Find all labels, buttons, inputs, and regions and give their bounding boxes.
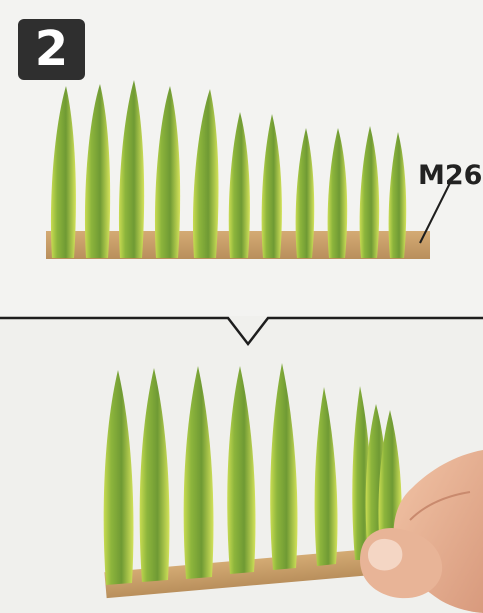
leaf bbox=[360, 126, 380, 258]
leaf bbox=[184, 366, 214, 579]
thumbnail bbox=[368, 539, 402, 571]
leaf bbox=[155, 86, 180, 258]
panel-divider bbox=[0, 318, 483, 344]
leaf bbox=[229, 112, 250, 258]
label-leader-line bbox=[420, 183, 450, 243]
leaf bbox=[270, 363, 297, 570]
leaf bbox=[119, 80, 144, 258]
leaf bbox=[85, 84, 110, 258]
leaf bbox=[193, 89, 219, 258]
leaf bbox=[315, 387, 338, 566]
leaf bbox=[296, 128, 315, 258]
part-label: M26 bbox=[418, 160, 482, 191]
leaf bbox=[262, 114, 282, 258]
leaf bbox=[104, 370, 134, 585]
leaf bbox=[140, 368, 170, 582]
leaf bbox=[51, 86, 76, 258]
leaf bbox=[227, 366, 255, 574]
bottom-leaves bbox=[104, 363, 338, 585]
leaf bbox=[328, 128, 348, 258]
step-number-badge: 2 bbox=[18, 19, 85, 80]
leaf bbox=[389, 132, 407, 258]
